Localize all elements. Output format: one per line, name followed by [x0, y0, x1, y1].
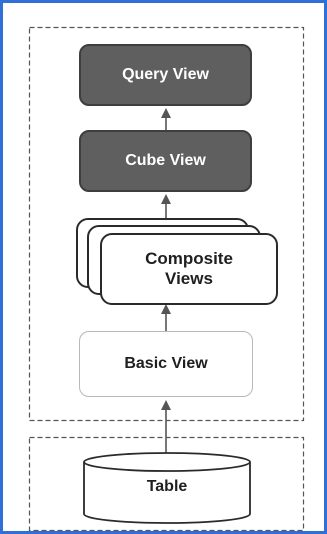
cube-view-label: Cube View [125, 152, 206, 170]
query-view-node: Query View [79, 44, 252, 106]
table-cylinder [83, 452, 251, 524]
basic-view-node: Basic View [79, 331, 253, 397]
cube-view-node: Cube View [79, 130, 252, 192]
composite-views-label: Composite Views [145, 248, 233, 288]
composite-views-node: Composite Views [100, 233, 278, 305]
basic-view-label: Basic View [124, 355, 208, 373]
query-view-label: Query View [122, 66, 209, 84]
table-label: Table [146, 478, 188, 495]
